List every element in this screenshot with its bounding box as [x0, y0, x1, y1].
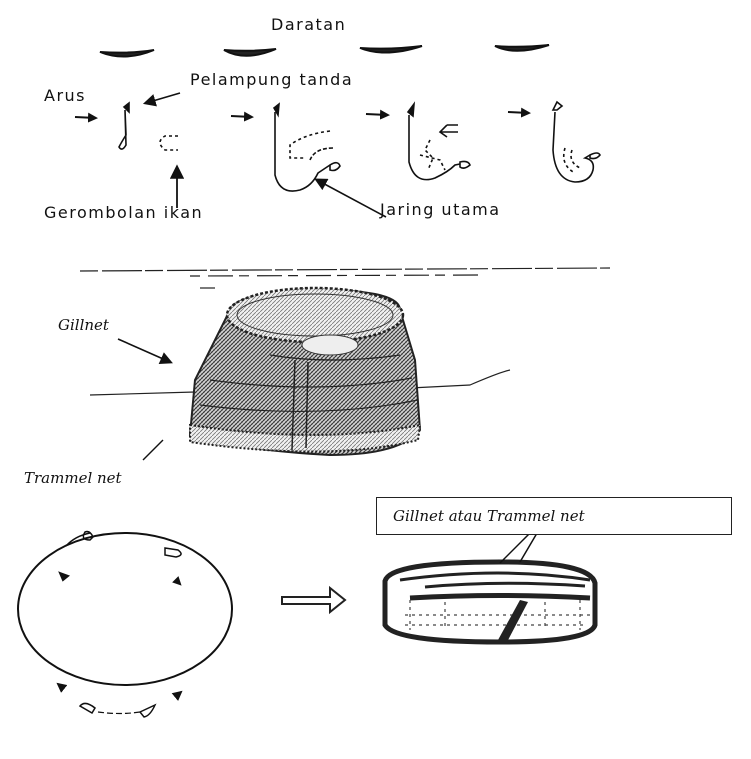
current-label: Arus — [44, 86, 86, 105]
net-enclosure — [382, 527, 598, 645]
buoy-pointer — [142, 92, 181, 107]
gillnet-cylinder — [188, 286, 422, 457]
land-shapes — [99, 44, 550, 58]
stage-3-net — [406, 101, 471, 181]
water-surface — [79, 267, 611, 289]
marker-buoy-label: Pelampung tanda — [190, 70, 354, 89]
callout-label: Gillnet atau Trammel net — [393, 507, 585, 525]
gillnet-label: Gillnet — [58, 316, 109, 334]
trammel-pointer — [142, 439, 164, 461]
hollow-right-arrow — [281, 585, 347, 615]
seabed-line — [89, 369, 511, 396]
main-net-label: Jaring utama — [380, 200, 501, 219]
fish-school-label: Gerombolan ikan — [44, 203, 204, 222]
stage-2-net — [272, 102, 341, 192]
callout-box: Gillnet atau Trammel net — [376, 497, 732, 535]
encircling-path — [17, 530, 233, 718]
gillnet-pointer — [117, 338, 173, 364]
stage-1-net — [118, 101, 178, 151]
current-arrows — [74, 107, 531, 123]
stage-4-net — [551, 100, 601, 183]
land-label: Daratan — [271, 15, 347, 34]
trammel-net-label: Trammel net — [24, 469, 122, 487]
main-net-pointer — [314, 178, 387, 218]
